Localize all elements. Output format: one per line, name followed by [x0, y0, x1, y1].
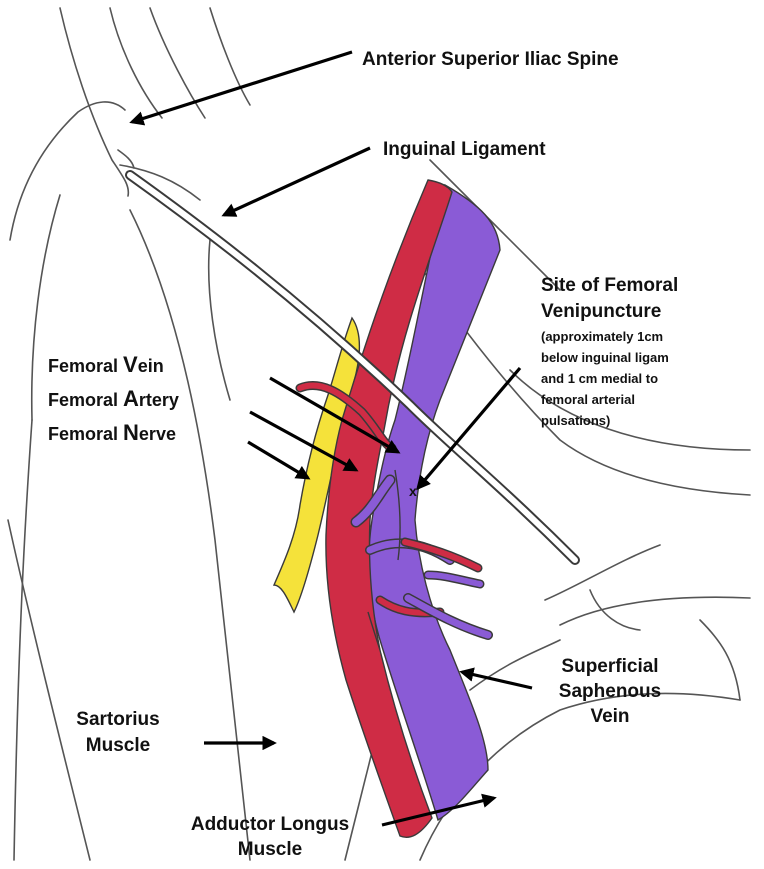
label-saphenous-line2: Saphenous: [559, 681, 661, 702]
label-femoral-artery: Femoral Artery: [48, 386, 179, 411]
label-sartorius-line2: Muscle: [86, 735, 150, 756]
label-adductor-line1: Adductor Longus: [191, 814, 349, 835]
label-site-note4: femoral arterial: [541, 392, 635, 407]
puncture-site-mark: x: [409, 483, 417, 499]
label-saphenous-line1: Superficial: [561, 656, 658, 677]
label-site-note3: and 1 cm medial to: [541, 371, 658, 386]
label-inguinal-ligament: Inguinal Ligament: [383, 139, 546, 160]
label-site-line2: Venipuncture: [541, 301, 661, 322]
label-saphenous-line3: Vein: [590, 706, 629, 727]
label-site-note2: below inguinal ligam: [541, 350, 669, 365]
label-femoral-nerve: Femoral Nerve: [48, 420, 176, 445]
label-site-line1: Site of Femoral: [541, 275, 678, 296]
label-adductor-line2: Muscle: [238, 839, 302, 860]
label-femoral-vein: Femoral Vein: [48, 352, 164, 377]
label-asis: Anterior Superior Iliac Spine: [362, 49, 619, 70]
label-sartorius-line1: Sartorius: [76, 709, 159, 730]
label-site-note1: (approximately 1cm: [541, 329, 663, 344]
label-site-note5: pulsations): [541, 413, 610, 428]
